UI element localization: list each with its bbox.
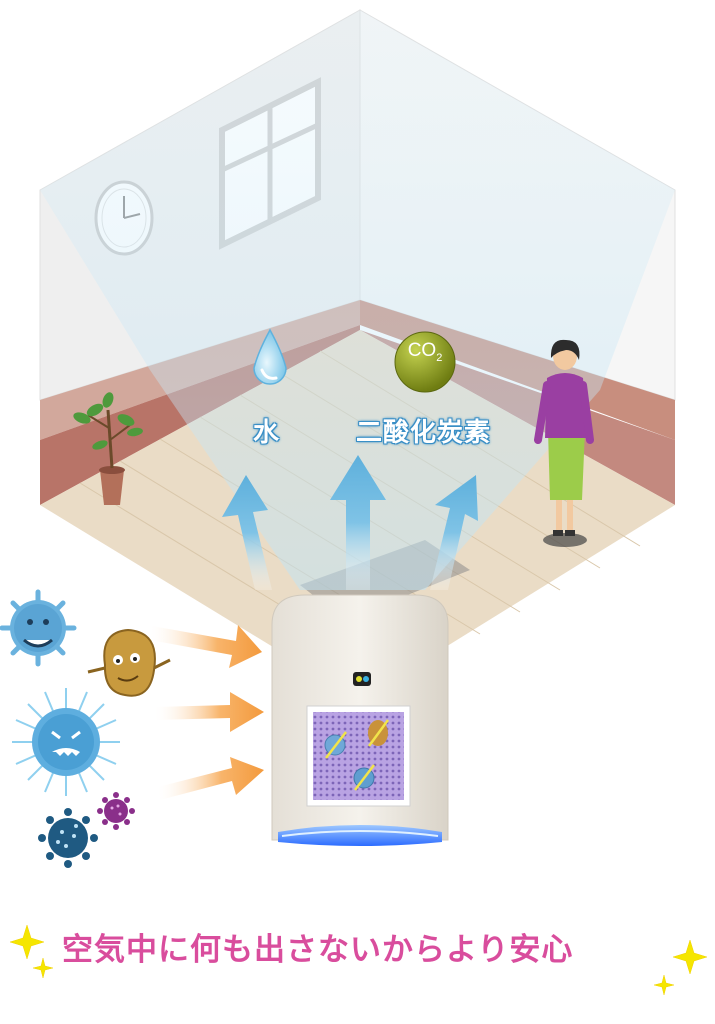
co2-label: 二酸化炭素 [356, 418, 492, 448]
small-virus-icon [38, 792, 135, 868]
tagline: 空気中に何も出さないからより安心 [62, 932, 574, 968]
co2-ball-icon [394, 331, 456, 393]
bacteria-icon [12, 688, 120, 796]
germ-icon [87, 628, 171, 697]
person-icon [534, 339, 594, 547]
water-drop-icon [253, 328, 287, 385]
clean-air-arrows [222, 455, 478, 590]
virus-icon [0, 589, 77, 667]
co2-formula: CO2 [393, 340, 457, 364]
co2-subscript: 2 [436, 351, 443, 364]
co2-text: CO [407, 340, 437, 361]
air-purifier-icon [271, 594, 449, 846]
dirty-air-arrows [150, 625, 264, 800]
sparkle-icon [9, 924, 708, 996]
clean-air-beam [40, 10, 675, 590]
water-label: 水 [253, 418, 281, 448]
plant-icon [73, 392, 143, 505]
